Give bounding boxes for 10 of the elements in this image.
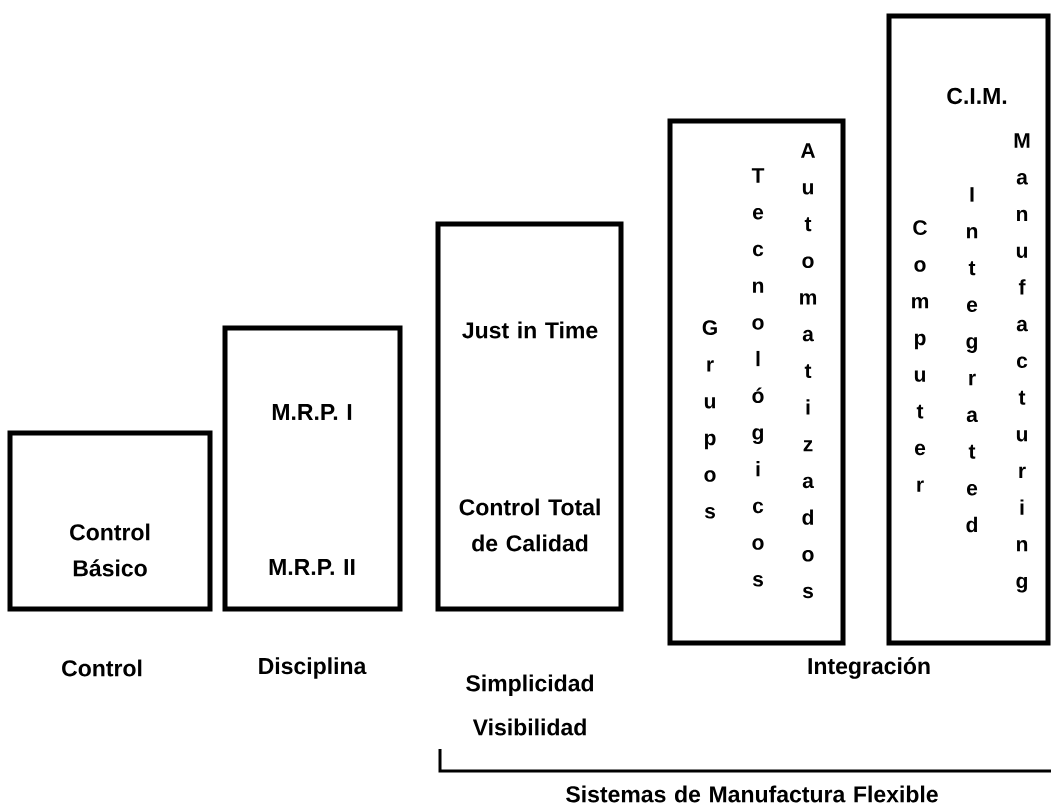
caption: Integración (808, 657, 930, 679)
caption: Sistemas de Manufactura Flexible (566, 785, 938, 803)
text-box: Just in Time Control Total de Calidad (435, 221, 624, 612)
caption: Disciplina (259, 657, 367, 679)
stacked-text-box: C.I.M. Computer Integrated Manufacturing (886, 13, 1051, 646)
text-box: M.R.P. I M.R.P. II (222, 325, 403, 612)
caption: Simplicidad Visibilidad (466, 674, 594, 736)
stacked-text-box: Grupos Tecnológicos Automatizados (667, 118, 846, 646)
caption: Control (62, 659, 142, 677)
text-box: Control Básico (7, 430, 213, 612)
